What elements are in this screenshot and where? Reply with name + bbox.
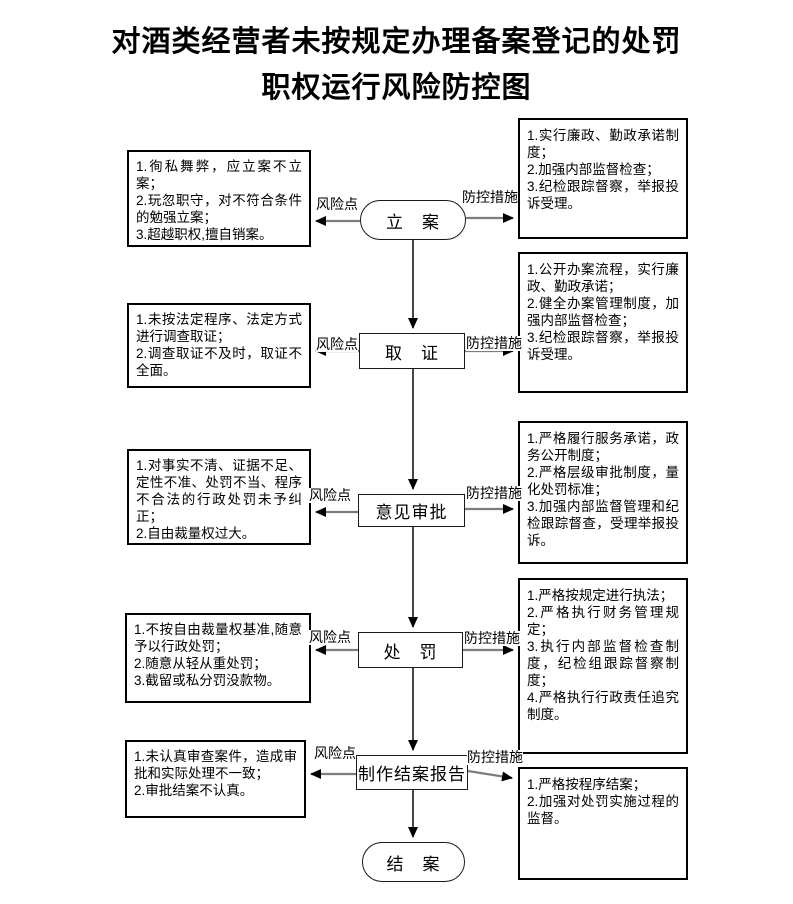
flow-node-label: 取 证 [385, 343, 439, 363]
risk-item: 1.徇私舞弊，应立案不立案； [136, 159, 302, 191]
flow-node-penalty: 处 罚 [358, 632, 463, 668]
risk-box-closing-report: 1.未认真审查案件，造成审批和实际处理不一致； 2.审批结案不认真。 [125, 740, 306, 818]
risk-item: 2.随意从轻从重处罚； [134, 656, 267, 671]
flow-node-case-filing: 立 案 [360, 200, 466, 240]
risk-item: 1.不按自由裁量权基准,随意予以行政处罚； [134, 622, 302, 654]
risk-arrow-label-3: 风险点 [309, 487, 351, 503]
page-title-line2: 职权运行风险防控图 [261, 72, 532, 104]
flow-node-label: 意见审批 [375, 503, 448, 522]
control-item: 2.加强内部监督检查； [527, 162, 660, 177]
risk-item: 2.审批结案不认真。 [134, 783, 254, 798]
risk-box-penalty: 1.不按自由裁量权基准,随意予以行政处罚； 2.随意从轻从重处罚； 3.截留或私… [125, 613, 311, 703]
risk-item: 2.自由裁量权过大。 [136, 526, 256, 541]
control-item: 1.严格履行服务承诺，政务公开制度； [527, 431, 679, 463]
control-item: 3.纪检跟踪督察，举报投诉受理。 [527, 179, 679, 211]
control-item: 3.加强内部监督管理和纪检跟踪督查，受理举报投诉。 [527, 499, 679, 548]
control-box-case-filing: 1.实行廉政、勤政承诺制度； 2.加强内部监督检查； 3.纪检跟踪督察，举报投诉… [518, 118, 688, 239]
control-box-evidence: 1.公开办案流程，实行廉政、勤政承诺； 2.健全办案管理制度，加强内部监督检查；… [518, 252, 688, 393]
control-item: 2.严格层级审批制度，量化处罚标准； [527, 465, 679, 497]
control-item: 2.严格执行财务管理规定； [527, 605, 679, 637]
control-item: 2.健全办案管理制度，加强内部监督检查； [527, 296, 679, 328]
flow-node-evidence: 取 证 [359, 333, 465, 369]
control-box-penalty: 1.严格按规定进行执法； 2.严格执行财务管理规定； 3.执行内部监督检查制度，… [518, 578, 688, 754]
risk-item: 2.玩忽职守，对不符合条件的勉强立案； [136, 193, 302, 225]
risk-item: 1.未认真审查案件，造成审批和实际处理不一致； [134, 749, 297, 781]
control-item: 2.加强对处罚实施过程的监督。 [527, 794, 679, 826]
control-arrow-label-2: 防控措施 [466, 335, 522, 351]
risk-arrow-label-1: 风险点 [316, 196, 358, 212]
flow-node-label: 结 案 [386, 854, 441, 874]
control-arrow-label-5: 防控措施 [467, 749, 523, 765]
risk-arrow-label-5: 风险点 [314, 745, 356, 761]
control-box-closing-report: 1.严格按程序结案； 2.加强对处罚实施过程的监督。 [518, 767, 688, 880]
page-title-line1: 对酒类经营者未按规定办理备案登记的处罚 [111, 26, 682, 58]
control-item: 1.公开办案流程，实行廉政、勤政承诺； [527, 262, 679, 294]
risk-item: 3.截留或私分罚没款物。 [134, 673, 281, 688]
arrow-control-5 [467, 769, 513, 782]
flow-node-case-closed: 结 案 [362, 842, 465, 882]
flow-node-label: 制作结案报告 [358, 765, 466, 784]
risk-box-opinion-approval: 1.对事实不清、证据不足、定性不准、处罚不当、程序不合法的行政处罚未予纠正； 2… [127, 449, 311, 545]
risk-arrow-label-4: 风险点 [309, 629, 351, 645]
risk-item: 3.超越职权,擅自销案。 [136, 227, 273, 242]
risk-arrow-label-2: 风险点 [316, 336, 358, 352]
flow-node-opinion-approval: 意见审批 [358, 494, 465, 527]
risk-item: 2.调查取证不及时，取证不全面。 [136, 346, 302, 378]
risk-item: 1.未按法定程序、法定方式进行调查取证； [136, 312, 302, 344]
risk-box-case-filing: 1.徇私舞弊，应立案不立案； 2.玩忽职守，对不符合条件的勉强立案； 3.超越职… [127, 150, 311, 247]
control-arrow-label-1: 防控措施 [462, 189, 518, 205]
control-item: 1.严格按规定进行执法； [527, 588, 674, 603]
flow-node-label: 立 案 [386, 212, 440, 232]
risk-item: 1.对事实不清、证据不足、定性不准、处罚不当、程序不合法的行政处罚未予纠正； [136, 458, 302, 524]
control-arrow-label-3: 防控措施 [466, 485, 522, 501]
control-item: 4.严格执行行政责任追究制度。 [527, 690, 679, 722]
control-item: 1.严格按程序结案； [527, 777, 647, 792]
flow-node-label: 处 罚 [383, 642, 438, 662]
control-item: 3.纪检跟踪督察，举报投诉受理。 [527, 330, 679, 362]
risk-box-evidence: 1.未按法定程序、法定方式进行调查取证； 2.调查取证不及时，取证不全面。 [127, 303, 311, 388]
flow-node-closing-report: 制作结案报告 [356, 755, 468, 790]
control-item: 1.实行廉政、勤政承诺制度； [527, 128, 679, 160]
control-item: 3.执行内部监督检查制度，纪检组跟踪督察制度； [527, 639, 679, 688]
control-box-opinion-approval: 1.严格履行服务承诺，政务公开制度； 2.严格层级审批制度，量化处罚标准； 3.… [518, 421, 688, 564]
control-arrow-label-4: 防控措施 [464, 630, 520, 646]
